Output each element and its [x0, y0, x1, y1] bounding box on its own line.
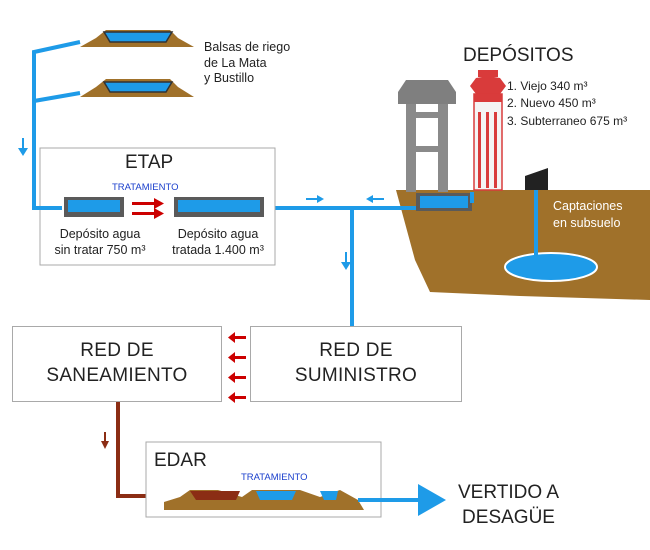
underground-well: [504, 252, 598, 282]
balsas-label: Balsas de riego de La Mata y Bustillo: [204, 40, 290, 87]
balsas-line-3: y Bustillo: [204, 71, 255, 86]
water-tower-nuevo-icon: [470, 70, 506, 191]
drain-arrows: [228, 332, 246, 403]
supply-line-1: RED DE: [319, 340, 393, 361]
etap-treated-line-1: Depósito agua: [177, 227, 259, 241]
balsas-line-2: de La Mata: [204, 55, 267, 70]
deposito-item-1: 1. Viejo 340 m³: [507, 79, 588, 93]
balsas-line-1: Balsas de riego: [204, 40, 291, 54]
sanitation-network-box: [12, 326, 222, 402]
sanitation-line-2: SANEAMIENTO: [46, 364, 188, 386]
tank-untreated: [64, 197, 124, 217]
etap-untreated-line-1: Depósito agua: [59, 227, 141, 241]
captaciones-line-1: Captaciones: [553, 199, 623, 213]
outfall-arrow: [418, 484, 446, 516]
vertido-line-2: DESAGÜE: [462, 506, 555, 528]
depositos-list: 1. Viejo 340 m³ 2. Nuevo 450 m³ 3. Subte…: [507, 78, 627, 130]
supply-network-box: [250, 326, 462, 402]
sanitation-line-1: RED DE: [80, 340, 154, 361]
edar-treatment-ponds: [164, 490, 364, 510]
tank-treated: [174, 197, 264, 217]
vertido-line-1: VERTIDO A: [458, 482, 560, 503]
etap-title: ETAP: [125, 152, 174, 173]
supply-pipe-branch: [33, 91, 81, 103]
etap-treatment-label: TRATAMIENTO: [112, 182, 179, 193]
treatment-arrows: [132, 198, 164, 219]
water-tower-viejo-icon: [398, 80, 456, 192]
etap-untreated-label: Depósito agua sin tratar 750 m³: [46, 227, 154, 258]
etap-untreated-line-2: sin tratar 750 m³: [54, 242, 146, 257]
flow-arrows-blue: [18, 138, 384, 270]
sewage-arrow: [101, 432, 109, 449]
pump-icon: [525, 168, 548, 190]
depositos-title: DEPÓSITOS: [463, 45, 574, 66]
edar-treatment-label: TRATAMIENTO: [241, 472, 308, 483]
sanitation-network-label: RED DE SANEAMIENTO: [12, 339, 222, 388]
deposito-item-2: 2. Nuevo 450 m³: [507, 96, 596, 111]
etap-treated-line-2: tratada 1.400 m³: [172, 242, 264, 257]
deposito-item-3: 3. Subterraneo 675 m³: [507, 113, 628, 128]
etap-treated-label: Depósito agua tratada 1.400 m³: [164, 227, 272, 258]
vertido-label: VERTIDO A DESAGÜE: [458, 481, 559, 530]
irrigation-pond-la-mata: [80, 30, 194, 47]
supply-network-label: RED DE SUMINISTRO: [250, 339, 462, 388]
supply-line-2: SUMINISTRO: [294, 364, 418, 386]
edar-title: EDAR: [154, 450, 207, 471]
captaciones-line-2: en subsuelo: [553, 215, 621, 230]
captaciones-label: Captaciones en subsuelo: [553, 198, 623, 232]
irrigation-pond-bustillo: [80, 79, 194, 97]
